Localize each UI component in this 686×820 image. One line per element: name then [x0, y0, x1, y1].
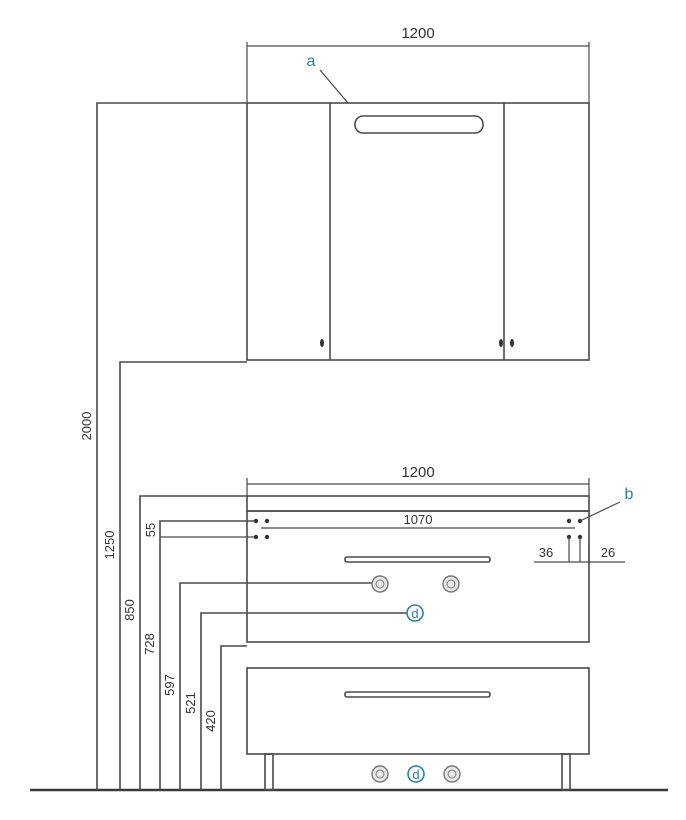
upper-handle-left	[320, 339, 324, 347]
height-label-2000: 2000	[79, 412, 94, 441]
height-label-1250: 1250	[102, 531, 117, 560]
offset-55-label: 55	[143, 523, 158, 537]
floor-socket-right	[443, 765, 461, 783]
upper-width-label: 1200	[401, 25, 434, 42]
height-label-521: 521	[183, 692, 198, 714]
height-line-521	[200, 612, 407, 790]
upper-drain	[406, 604, 424, 622]
lower-drawer	[246, 667, 590, 755]
countertop	[246, 495, 590, 512]
upper-width-dimension: 1200	[246, 25, 590, 103]
floor-drain-label: d	[412, 767, 419, 782]
mount-point-left-3	[253, 534, 259, 540]
height-label-850: 850	[122, 599, 137, 621]
height-label-420: 420	[203, 710, 218, 732]
mount-point-left-1	[253, 518, 259, 524]
lower-width-label: 1200	[401, 464, 434, 481]
callout-a-label: a	[307, 53, 316, 70]
height-line-1250	[119, 361, 247, 790]
lower-unit	[246, 495, 590, 791]
height-line-2000	[96, 102, 247, 790]
detail-left-label: 36	[539, 545, 553, 560]
inner-width-label: 1070	[404, 512, 433, 527]
upper-handle-right	[510, 339, 514, 347]
upper-cabinet-frame	[246, 102, 590, 361]
height-label-728: 728	[142, 633, 157, 655]
upper-light-fixture	[354, 115, 484, 134]
floor-connections: d	[371, 765, 461, 783]
detail-dimension: 36 26	[534, 537, 625, 563]
leg-right	[561, 753, 571, 791]
height-line-850	[139, 495, 247, 790]
height-line-597	[179, 582, 372, 790]
callout-b: b	[581, 486, 634, 521]
upper-socket-left-inner	[375, 579, 385, 589]
upper-socket-right	[442, 575, 460, 593]
detail-right-label: 26	[601, 545, 615, 560]
leg-left	[264, 753, 274, 791]
upper-connections: d	[371, 575, 460, 622]
mounting-points: 1070	[253, 512, 583, 540]
callout-b-leader	[581, 501, 621, 521]
floor-socket-left	[371, 765, 389, 783]
lower-drawer-handle	[344, 691, 491, 698]
lower-width-dimension: 1200	[246, 464, 590, 496]
height-line-728	[159, 520, 257, 790]
height-label-597: 597	[162, 674, 177, 696]
callout-a: a	[307, 53, 349, 104]
upper-handle-center	[499, 339, 503, 347]
mount-point-left-2	[264, 518, 270, 524]
mount-point-right-2	[577, 518, 583, 524]
height-dimensions: 2000 1250 850 728 55 597 521 420	[79, 102, 407, 790]
callout-b-label: b	[625, 486, 634, 503]
upper-drawer-body	[246, 510, 590, 643]
mount-point-left-4	[264, 534, 270, 540]
floor-socket-left-inner	[375, 769, 385, 779]
height-line-420	[220, 645, 247, 790]
upper-socket-left	[371, 575, 389, 593]
upper-cabinet	[246, 102, 590, 361]
upper-drawer-handle	[344, 556, 491, 563]
floor-drain	[407, 765, 425, 783]
callout-a-leader	[319, 69, 349, 104]
upper-drain-label: d	[411, 606, 418, 621]
mount-point-right-1	[566, 518, 572, 524]
upper-socket-right-inner	[446, 579, 456, 589]
floor-socket-right-inner	[447, 769, 457, 779]
